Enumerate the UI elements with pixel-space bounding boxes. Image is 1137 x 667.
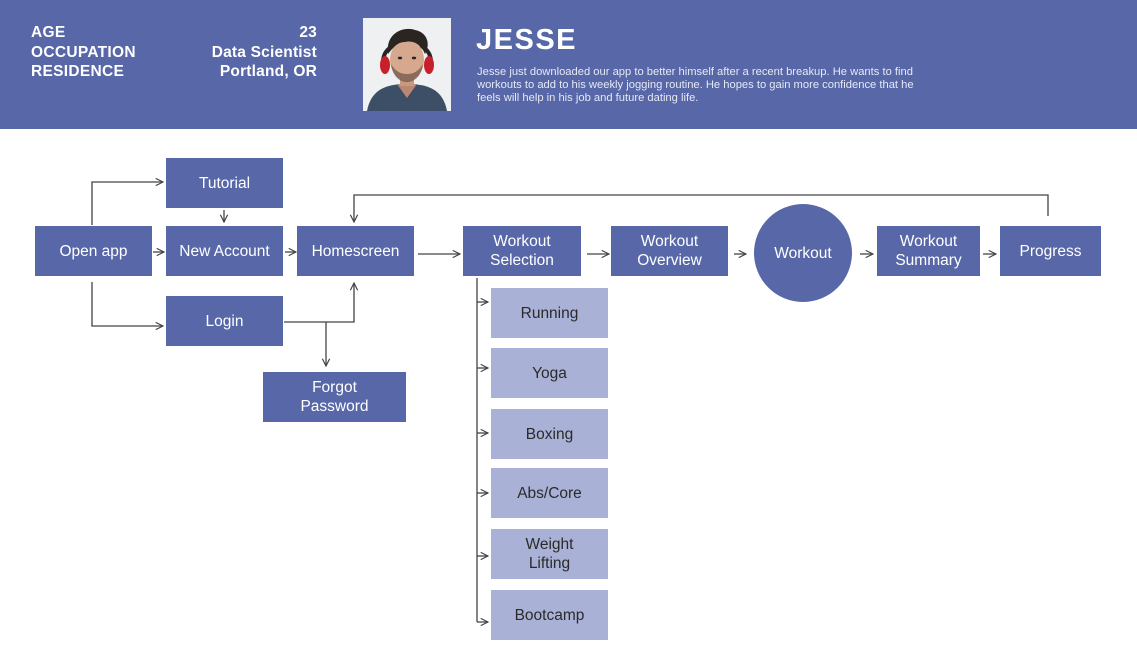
node-tutorial: Tutorial <box>166 158 283 208</box>
node-homescreen: Homescreen <box>297 226 414 276</box>
node-running: Running <box>491 288 608 338</box>
node-forgot-password: Forgot Password <box>263 372 406 422</box>
node-workout: Workout <box>754 204 852 302</box>
connector-open-to-tutorial <box>91 182 163 225</box>
residence-value: Portland, OR <box>219 63 317 80</box>
node-progress: Progress <box>1000 226 1101 276</box>
node-workout-overview: Workout Overview <box>611 226 728 276</box>
occupation-label: OCCUPATION <box>31 43 136 61</box>
connector-progress-to-home <box>354 194 1049 222</box>
age-value: 23 <box>299 24 317 41</box>
node-abs-core: Abs/Core <box>491 468 608 518</box>
node-workout-summary: Workout Summary <box>877 226 980 276</box>
persona-header: AGE OCCUPATION RESIDENCE 23 Data Scienti… <box>0 0 1137 129</box>
age-label: AGE <box>31 24 66 41</box>
persona-bio: Jesse just downloaded our app to better … <box>477 66 914 104</box>
node-yoga: Yoga <box>491 348 608 398</box>
node-workout-selection: Workout Selection <box>463 226 581 276</box>
residence-label: RESIDENCE <box>31 63 125 80</box>
persona-field-labels: AGE OCCUPATION RESIDENCE <box>31 23 136 82</box>
persona-field-values: 23 Data Scientist Portland, OR <box>212 23 317 82</box>
node-boxing: Boxing <box>491 409 608 459</box>
persona-name: JESSE <box>476 24 577 56</box>
node-weight-lifting: Weight Lifting <box>491 529 608 579</box>
node-new-account: New Account <box>166 226 283 276</box>
connector-open-to-login <box>91 282 163 326</box>
connector-login-to-home <box>284 283 354 323</box>
node-login: Login <box>166 296 283 346</box>
persona-photo <box>363 18 451 111</box>
occupation-value: Data Scientist <box>211 43 317 61</box>
node-bootcamp: Bootcamp <box>491 590 608 640</box>
node-open-app: Open app <box>35 226 152 276</box>
